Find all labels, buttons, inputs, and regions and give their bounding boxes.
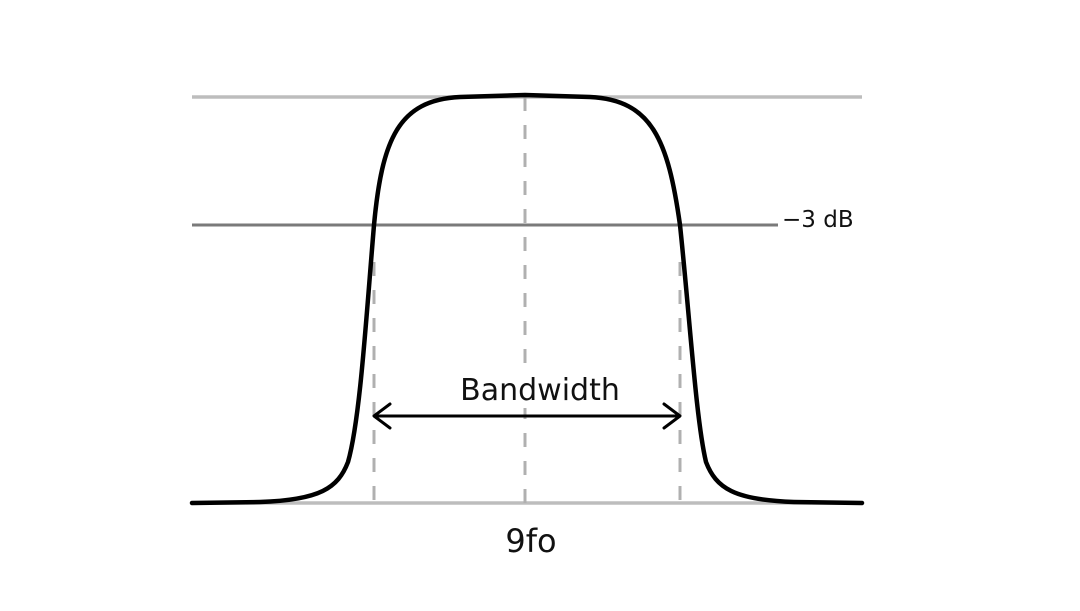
bandwidth-label-background: [452, 370, 630, 408]
bandwidth-arrow-left-head: [372, 402, 392, 430]
filter-response-curve: [189, 92, 865, 506]
bandwidth-arrow-right-head: [662, 402, 682, 430]
center-frequency-label: 9fo: [505, 522, 556, 560]
minus-3db-label: −3 dB: [782, 207, 854, 233]
bandwidth-label: Bandwidth: [460, 373, 620, 408]
bandwidth-arrow: [372, 402, 682, 430]
